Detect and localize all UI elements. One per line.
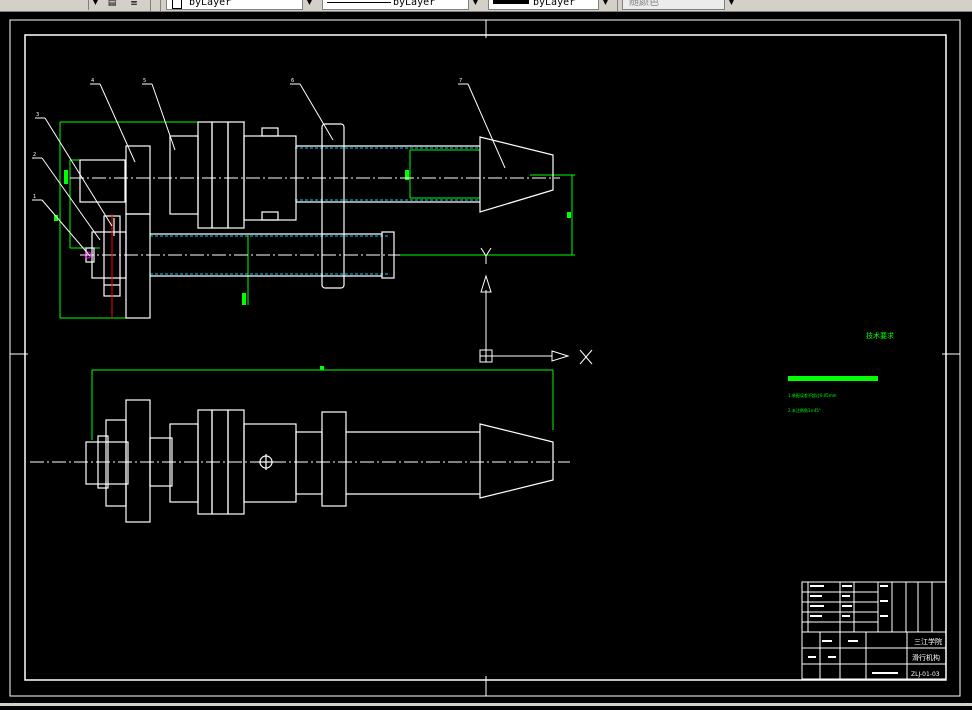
linetype-combo-label: byLayer: [393, 0, 436, 8]
dimension-text-marks: [54, 170, 571, 305]
top-view: 4 5 6 7 3 2 1: [32, 78, 575, 319]
part-label: 1: [33, 194, 36, 200]
sheet-border: [9, 19, 961, 697]
ucs-marker: [84, 251, 92, 259]
part-label: 6: [291, 78, 294, 84]
tech-note: 2.未注倒角1×45°: [788, 407, 821, 413]
linetype-combo[interactable]: byLayer: [322, 0, 482, 10]
toolbar-separator: [150, 0, 151, 11]
properties-toolbar: ▼ ▤ ≣ byLayer ▼ byLayer ▼ byLayer ▼ 随颜色 …: [0, 0, 972, 12]
part-label: 4: [91, 78, 94, 84]
color-combo-label: byLayer: [189, 0, 232, 8]
toolbar-separator: [160, 0, 161, 11]
dimension-text-mark: [320, 366, 324, 370]
front-view-outline: [85, 399, 554, 523]
part-label: 2: [33, 152, 36, 158]
status-bar: [0, 703, 972, 706]
technical-requirements: 技术要求 1.装配误差不超过0.05mm 2.未注倒角1×45°: [788, 331, 894, 413]
lineweight-combo[interactable]: byLayer: [488, 0, 612, 10]
tech-note: 1.装配误差不超过0.05mm: [788, 392, 837, 398]
part-label: 3: [36, 112, 39, 118]
hidden-lines: [150, 147, 480, 275]
plotstyle-combo[interactable]: 随颜色: [622, 0, 738, 10]
layer-state-icon[interactable]: ▤: [107, 0, 117, 8]
lineweight-preview: [493, 0, 529, 4]
tech-underline: [788, 376, 878, 381]
color-dropdown-arrow[interactable]: ▼: [302, 0, 316, 10]
title-drawing-number: ZLJ-01-03: [911, 671, 940, 678]
linetype-preview: [327, 2, 391, 3]
plotstyle-combo-label: 随颜色: [629, 0, 659, 8]
color-combo[interactable]: byLayer: [166, 0, 316, 10]
cad-drawing: 4 5 6 7 3 2 1: [9, 19, 961, 697]
ucs-icon: [479, 247, 593, 365]
tech-title: 技术要求: [866, 331, 894, 340]
title-company: 三江学院: [914, 637, 942, 646]
lineweight-combo-label: byLayer: [533, 0, 576, 8]
linetype-dropdown-arrow[interactable]: ▼: [468, 0, 482, 10]
lineweight-dropdown-arrow[interactable]: ▼: [598, 0, 612, 10]
part-leaders: [32, 83, 506, 257]
title-block: 三江学院 滑行机构 ZLJ-01-03: [801, 581, 947, 680]
plotstyle-dropdown-arrow[interactable]: ▼: [724, 0, 738, 10]
color-swatch-icon: [172, 0, 182, 9]
part-label: 7: [459, 78, 462, 84]
top-view-centerlines: [70, 177, 560, 256]
drawing-canvas[interactable]: 4 5 6 7 3 2 1: [0, 12, 972, 706]
part-label: 5: [143, 78, 146, 84]
dropdown-arrow[interactable]: ▼: [88, 0, 102, 10]
part-labels: 4 5 6 7 3 2 1: [33, 78, 462, 200]
front-view: [30, 366, 570, 523]
title-drawing-name: 滑行机构: [912, 653, 940, 662]
layers-icon[interactable]: ≣: [130, 0, 138, 8]
toolbar-separator: [617, 0, 618, 11]
